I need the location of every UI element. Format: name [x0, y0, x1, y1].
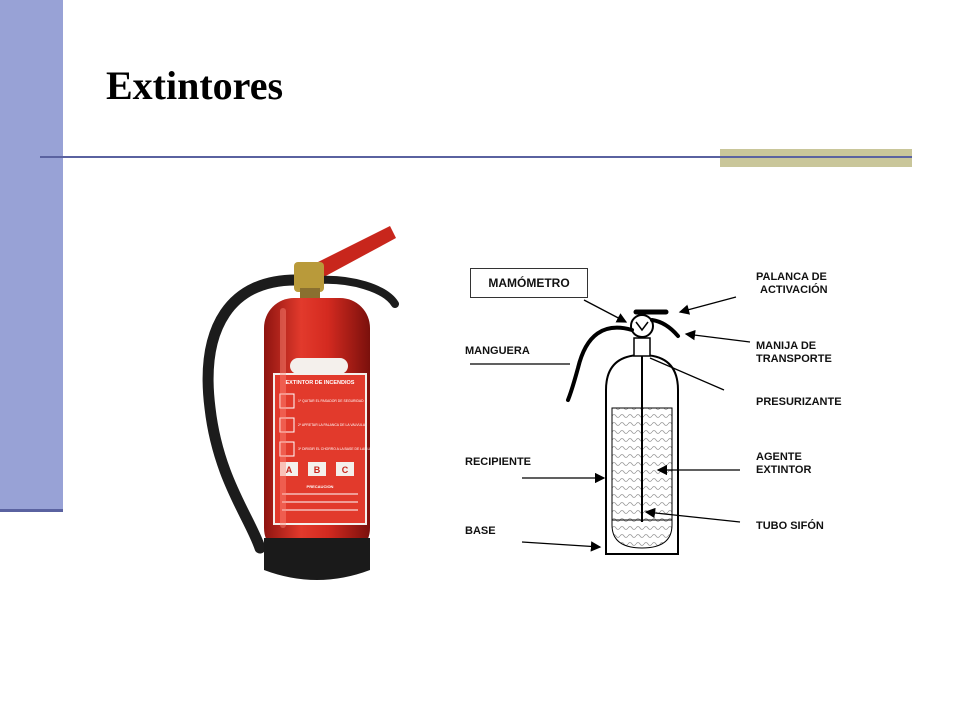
class-b-mark: B — [314, 465, 321, 475]
agente-label-line1: AGENTE — [756, 451, 802, 463]
manija-label-line2: TRANSPORTE — [756, 353, 832, 365]
hose-line — [566, 325, 634, 402]
label-step-2: 2º APRETAR LA PALANCA DE LA VALVULA — [298, 423, 366, 427]
label-caution: PRECAUCION — [307, 484, 334, 489]
hose-shape — [202, 274, 306, 554]
manometro-label-box: MAMÓMETRO — [470, 268, 588, 298]
label-step-3: 3º DIRIGIR EL CHORRO A LA BASE DE LAS LL… — [298, 447, 382, 451]
divider-accent-block — [720, 149, 912, 167]
tubo-sifon-label: TUBO SIFÓN — [756, 520, 824, 532]
palanca-label: PALANCA DE ACTIVACIÓN — [756, 271, 828, 297]
carry-handle — [650, 318, 680, 338]
extinguisher-schematic — [470, 296, 751, 555]
base-label: BASE — [465, 525, 496, 537]
title-divider — [40, 156, 910, 158]
instruction-label — [273, 373, 367, 525]
palanca-label-line1: PALANCA DE — [756, 271, 827, 283]
recipiente-label: RECIPIENTE — [465, 456, 532, 468]
manija-label: MANIJA DE TRANSPORTE — [756, 340, 832, 366]
extinguisher-photo: EXTINTOR DE INCENDIOS 1º QUITAR EL PASAD… — [202, 226, 399, 580]
label-heading: EXTINTOR DE INCENDIOS — [286, 380, 355, 386]
class-a-mark: A — [286, 465, 293, 475]
palanca-label-line2: ACTIVACIÓN — [760, 284, 828, 296]
manometro-label: MAMÓMETRO — [488, 276, 570, 290]
manija-label-line1: MANIJA DE — [756, 340, 817, 352]
base-cap-shape — [264, 538, 370, 580]
gauge-shape — [630, 314, 654, 338]
handle-shape — [314, 275, 399, 308]
presurizante-label: PRESURIZANTE — [756, 396, 842, 408]
lever-shape — [310, 226, 396, 278]
slide-title: Extintores — [106, 63, 284, 108]
agente-label-line2: EXTINTOR — [756, 464, 812, 476]
manguera-label: MANGUERA — [465, 345, 530, 357]
left-accent-bar — [0, 0, 63, 512]
valve-shape — [294, 262, 324, 292]
class-c-mark: C — [342, 465, 349, 475]
label-step-1: 1º QUITAR EL PASADOR DE SEGURIDAD — [298, 399, 364, 403]
agente-label: AGENTE EXTINTOR — [756, 451, 811, 477]
